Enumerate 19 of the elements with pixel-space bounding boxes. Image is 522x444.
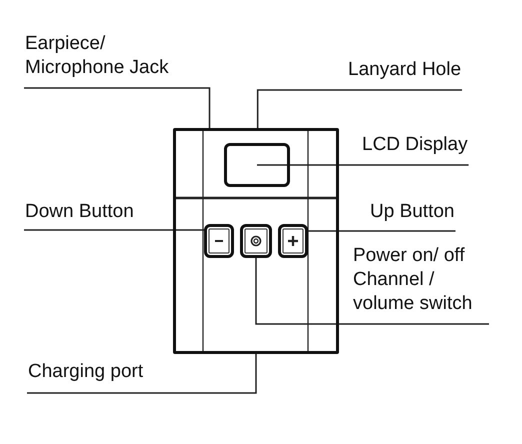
part-label: Up Button [370, 200, 454, 224]
part-label: Charging port [28, 360, 144, 384]
part-label: LCD Display [362, 133, 468, 157]
part-label: Down Button [25, 200, 134, 224]
part-label: Earpiece/ Microphone Jack [25, 32, 175, 80]
leader-line [255, 258, 489, 325]
leader-line [24, 87, 210, 128]
lcd-screen [224, 143, 290, 187]
leader-line [308, 230, 456, 232]
device-body [173, 128, 339, 354]
leader-line [27, 354, 257, 394]
part-label: Lanyard Hole [348, 58, 462, 82]
down-button [204, 224, 234, 258]
up-button [278, 224, 308, 258]
leader-line [256, 89, 462, 128]
leader-line [24, 229, 204, 231]
leader-line [257, 164, 469, 166]
part-label: Power on/ off Channel / volume switch [353, 244, 488, 316]
power-button [240, 224, 272, 258]
